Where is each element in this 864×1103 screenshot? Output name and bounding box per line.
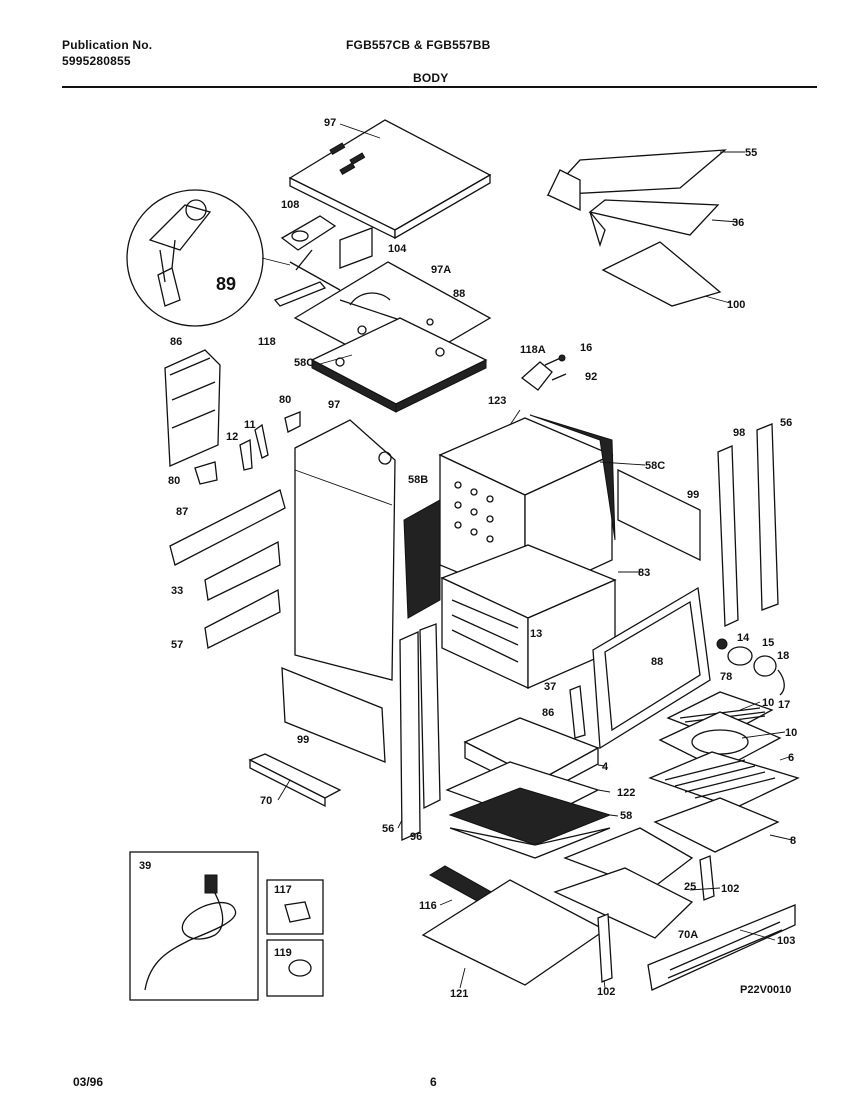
part-label: 80 [279, 394, 291, 406]
part-label: 11 [244, 419, 256, 431]
part-label: 97A [431, 264, 451, 276]
part-label: 86 [542, 707, 554, 719]
vent-panels [546, 149, 727, 307]
bottom-burner-box [445, 717, 612, 859]
footer-page-number: 6 [430, 1075, 437, 1089]
insulation-panels [403, 414, 701, 619]
part-label: 56 [780, 417, 792, 429]
part-label: 98 [733, 427, 745, 439]
part-label: 119 [274, 947, 292, 959]
part-label: 99 [297, 734, 309, 746]
power-cord-box [129, 851, 259, 1001]
part-label: 88 [651, 656, 663, 668]
part-label: 58C [645, 460, 665, 472]
part-label: 12 [226, 431, 238, 443]
part-label: 15 [762, 637, 774, 649]
bottom-parts [421, 827, 796, 991]
side-brackets [169, 489, 286, 649]
part-label: 118 [258, 336, 276, 348]
part-label: 99 [687, 489, 699, 501]
left-side-panel [294, 419, 396, 681]
oven-rack [648, 751, 800, 853]
part-label: 80 [168, 475, 180, 487]
part-label: 33 [171, 585, 183, 597]
part-label: 6 [788, 752, 794, 764]
right-rails [717, 423, 779, 627]
part-label: 58C [294, 357, 314, 369]
part-label: 10 [785, 727, 797, 739]
part-label: 10 [762, 697, 774, 709]
part-box-117 [266, 879, 324, 935]
part-label: 108 [281, 199, 299, 211]
part-label: 102 [721, 883, 739, 895]
part-label: 88 [453, 288, 465, 300]
part-label: 8 [790, 835, 796, 847]
part-label: 58B [408, 474, 428, 486]
part-label: 57 [171, 639, 183, 651]
door-frame [592, 586, 785, 750]
part-label: 58 [620, 810, 632, 822]
part-label: 104 [388, 243, 407, 255]
part-label: 18 [777, 650, 789, 662]
part-label: 123 [488, 395, 506, 407]
part-label: 55 [745, 147, 757, 159]
part-label: 97 [328, 399, 340, 411]
top-cover-part [288, 119, 492, 240]
part-label: 96 [410, 831, 422, 843]
part-label: 102 [597, 986, 615, 998]
part-label: 37 [544, 681, 556, 693]
small-brackets [194, 411, 301, 485]
part-label: 25 [684, 881, 696, 893]
part-label: 97 [324, 117, 336, 129]
publication-label: Publication No. [62, 38, 153, 52]
part-label: 17 [778, 699, 790, 711]
part-label: 100 [727, 299, 745, 311]
leader-lines [277, 123, 793, 989]
inset-detail-89 [126, 189, 291, 327]
gas-valve [520, 354, 567, 391]
part-labels: 97 108 104 97A 88 118 58C 55 36 100 118A… [139, 117, 797, 1000]
part-label: 4 [602, 761, 609, 773]
broiler-frame [440, 544, 617, 690]
top-heating-element [310, 317, 488, 413]
inset-label: 89 [216, 274, 236, 294]
part-box-119 [266, 939, 324, 997]
part-label: 14 [737, 632, 750, 644]
part-label: 70 [260, 795, 272, 807]
footer-date: 03/96 [73, 1075, 104, 1089]
section-title: BODY [413, 71, 449, 85]
lower-panels [248, 667, 386, 808]
part-label: 16 [580, 342, 592, 354]
part-label: 39 [139, 860, 151, 872]
publication-number: 5995280855 [62, 54, 131, 68]
small-rail [569, 685, 586, 739]
part-label: 70A [678, 929, 698, 941]
header-rule [62, 86, 817, 88]
part-label: 121 [450, 988, 468, 1000]
part-label: 56 [382, 823, 394, 835]
diagram-code: P22V0010 [740, 984, 791, 996]
burner-assembly [280, 215, 373, 291]
left-air-duct [164, 349, 221, 467]
part-label: 86 [170, 336, 182, 348]
part-label: 118A [520, 344, 546, 356]
part-label: 103 [777, 935, 795, 947]
part-label: 117 [274, 884, 292, 896]
model-title: FGB557CB & FGB557BB [346, 38, 491, 52]
part-label: 116 [419, 900, 437, 912]
part-label: 13 [530, 628, 542, 640]
part-label: 36 [732, 217, 744, 229]
left-rails [399, 623, 441, 841]
part-label: 122 [617, 787, 635, 799]
part-label: 92 [585, 371, 597, 383]
part-label: 78 [720, 671, 732, 683]
part-label: 83 [638, 567, 650, 579]
part-label: 87 [176, 506, 188, 518]
